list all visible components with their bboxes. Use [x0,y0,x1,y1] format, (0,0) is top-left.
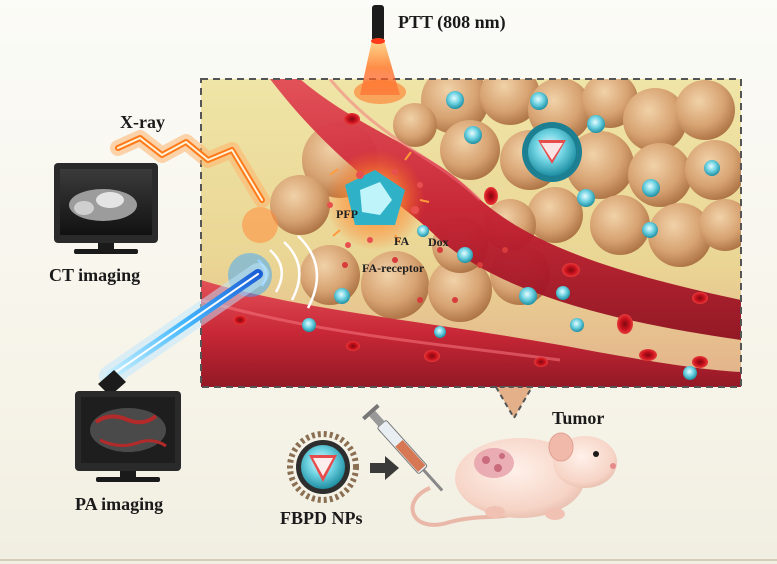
pa-imaging-label: PA imaging [75,494,164,514]
laser-pen-icon [371,5,385,44]
blood-vessels [201,79,741,387]
pa-monitor-icon [75,391,181,482]
fbpd-nps-label: FBPD NPs [280,508,363,528]
ptt-laser [354,5,406,104]
nanoparticles [302,91,720,380]
ct-imaging-label: CT imaging [49,265,141,285]
fa-label: FA [394,234,409,248]
dox-label: Dox [428,235,449,249]
mouse-icon [410,432,617,527]
red-blood-cells [233,113,708,368]
ptt-label: PTT (808 nm) [398,12,506,32]
xray-beam [110,130,270,208]
bursting-nanoparticle [325,150,430,250]
pfp-label: PFP [336,207,358,221]
fbpd-nanoparticle-icon [287,431,359,503]
xray-label: X-ray [120,112,165,132]
large-nanoparticle [522,122,582,182]
ct-monitor-icon [54,163,158,254]
drug-particles [342,247,508,303]
syringe-icon [362,403,444,492]
pa-laser [98,263,269,396]
tumor-microenvironment-panel: PFP FA Dox FA-receptor [200,78,742,420]
tumor-label: Tumor [552,408,605,428]
laser-pen-icon [98,370,126,396]
fa-receptor-label: FA-receptor [362,261,425,275]
arrow-right-icon [370,456,399,480]
